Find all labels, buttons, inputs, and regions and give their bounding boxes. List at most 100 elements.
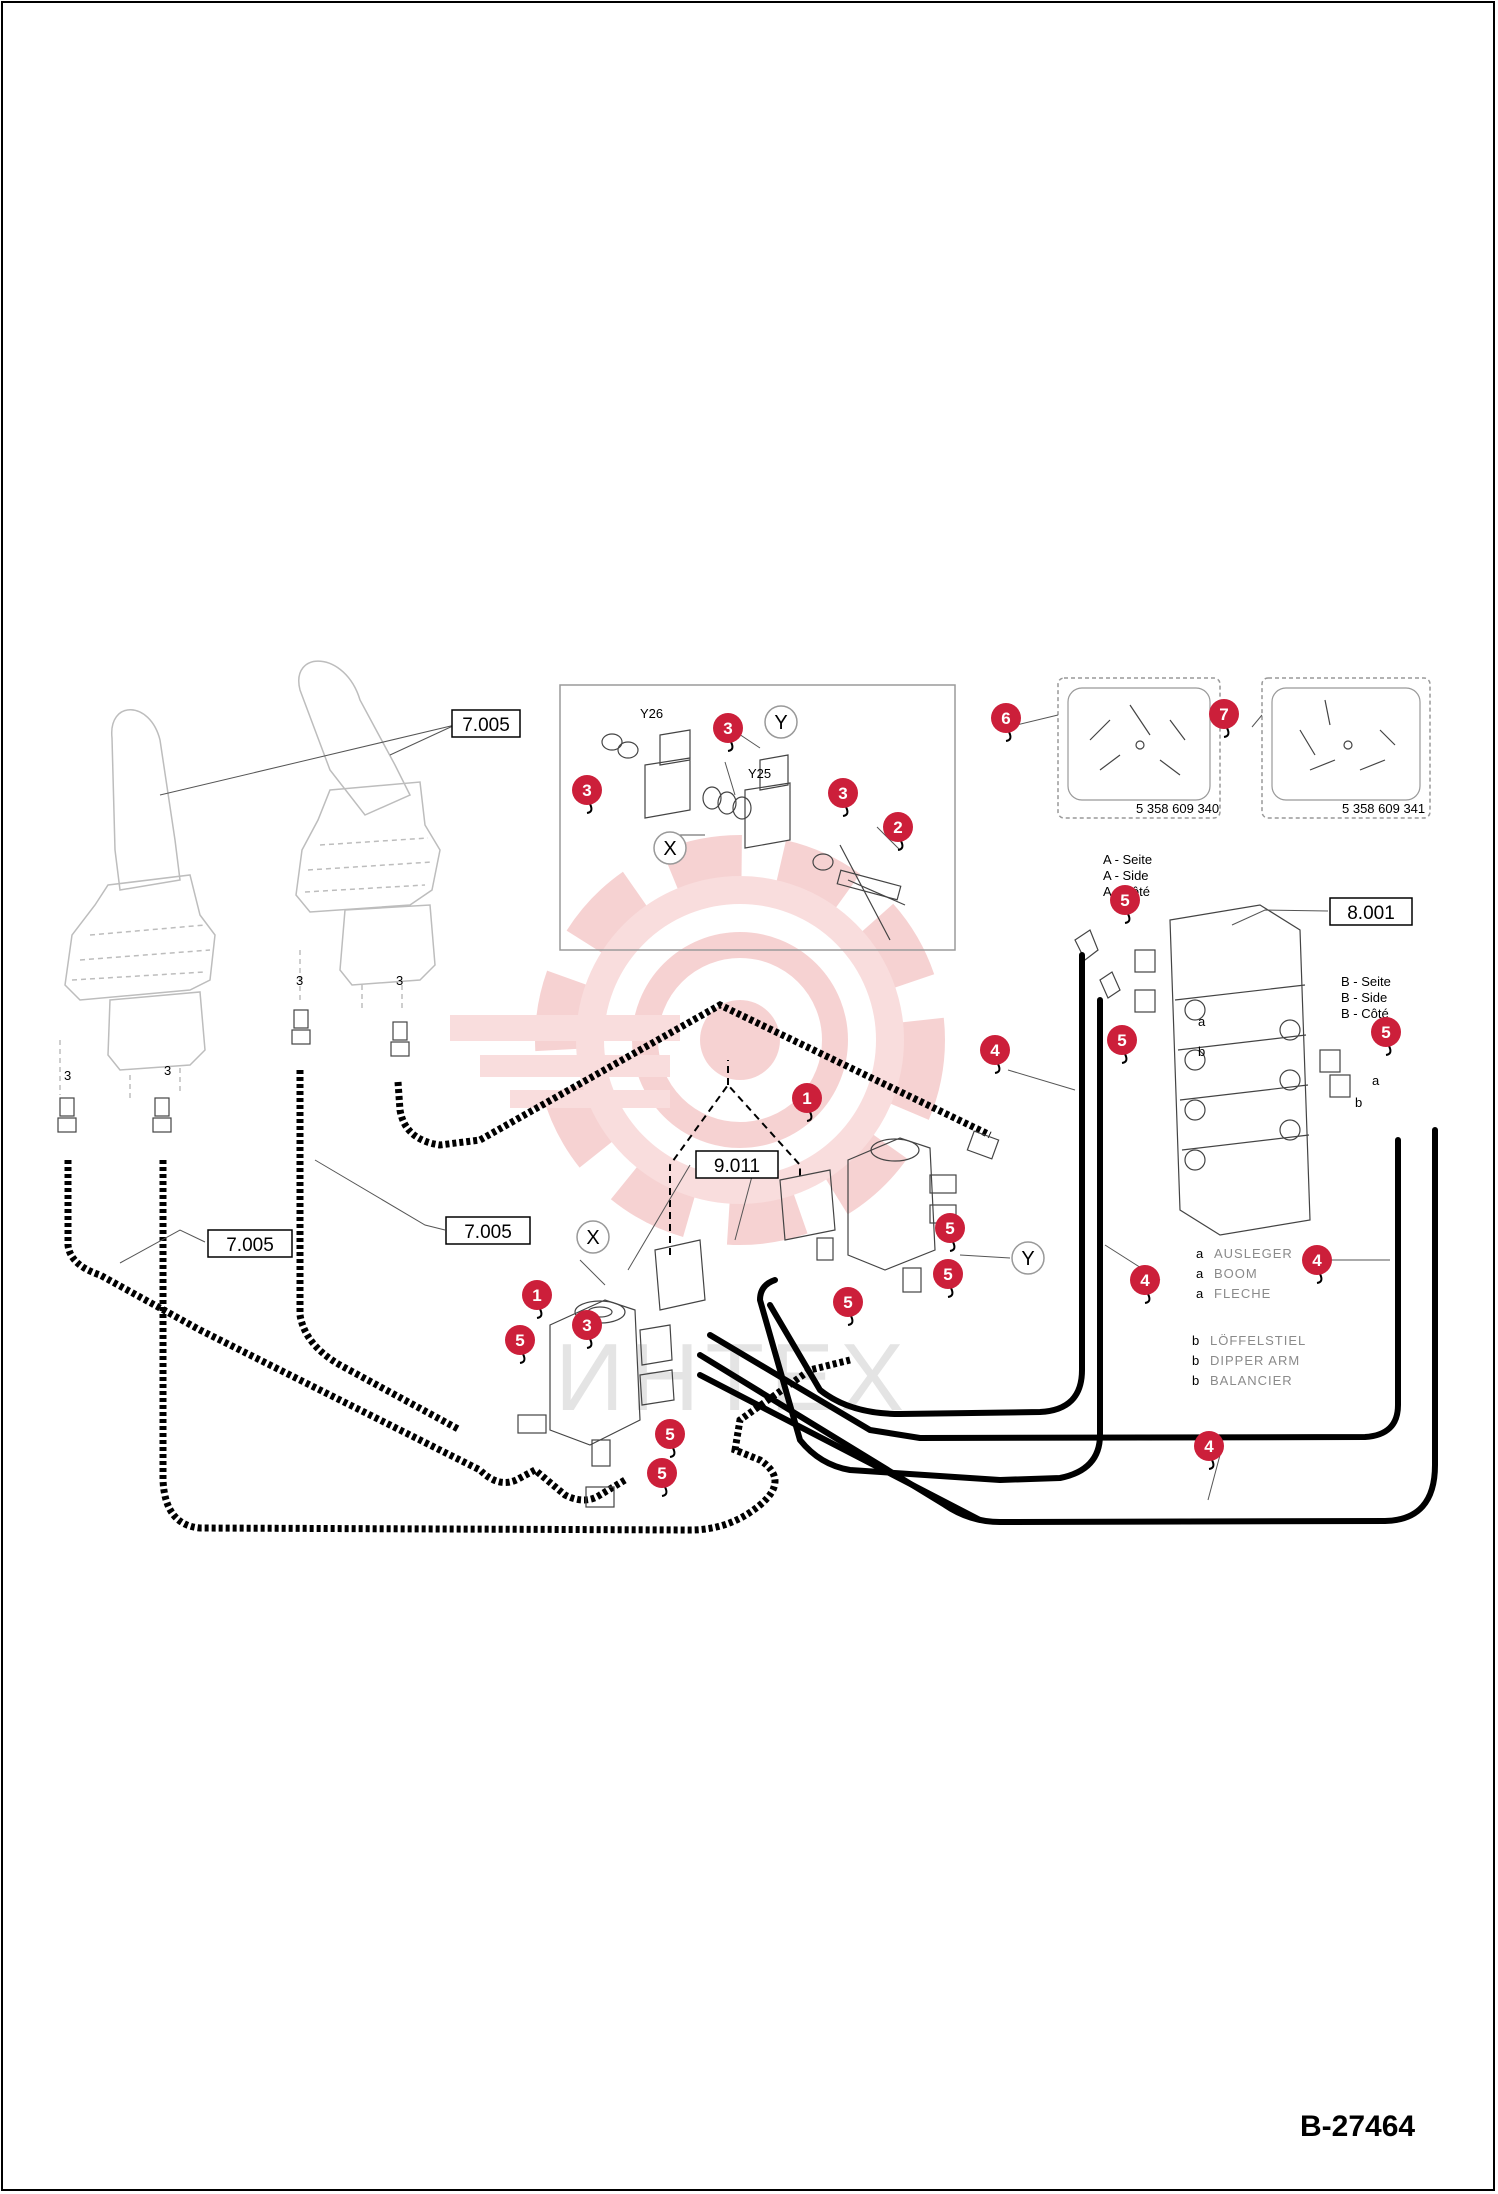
svg-text:3: 3 — [296, 973, 303, 988]
ref-box-7005-top: 7.005 — [451, 709, 521, 738]
svg-text:A - Side: A - Side — [1103, 868, 1149, 883]
callout-1: 1 — [792, 1083, 822, 1122]
callout-number: 5 — [1120, 891, 1129, 910]
svg-text:LÖFFELSTIEL: LÖFFELSTIEL — [1210, 1333, 1306, 1348]
svg-text:B - Side: B - Side — [1341, 990, 1387, 1005]
callout-number: 5 — [665, 1425, 674, 1444]
dashed-hoses — [64, 1001, 992, 1534]
control-valve-block: a b a b — [1074, 904, 1380, 1236]
callout-number: 5 — [657, 1464, 666, 1483]
joystick-fittings: 3 3 3 3 — [57, 973, 410, 1133]
svg-text:Y26: Y26 — [640, 706, 663, 721]
callout-5: 5 — [655, 1419, 685, 1458]
callout-2: 2 — [883, 812, 913, 851]
svg-text:3: 3 — [396, 973, 403, 988]
callout-3: 3 — [572, 1310, 602, 1349]
callout-number: 1 — [532, 1286, 541, 1305]
svg-text:5 358 609 340: 5 358 609 340 — [1136, 801, 1219, 816]
ref-box-7005-left: 7.005 — [207, 1229, 293, 1258]
svg-text:3: 3 — [64, 1068, 71, 1083]
callout-5: 5 — [1110, 885, 1140, 924]
svg-text:X: X — [663, 838, 676, 860]
callout-number: 3 — [582, 781, 591, 800]
left-joystick — [59, 709, 216, 1100]
svg-text:b: b — [1355, 1095, 1362, 1110]
callout-6: 6 — [991, 703, 1021, 742]
callout-number: 5 — [945, 1219, 954, 1238]
svg-text:b: b — [1192, 1353, 1199, 1368]
port-x-main: X — [576, 1220, 610, 1254]
callout-number: 4 — [1140, 1271, 1150, 1290]
callout-number: 4 — [1204, 1437, 1214, 1456]
svg-text:BOOM: BOOM — [1214, 1266, 1258, 1281]
right-joystick — [295, 660, 441, 1010]
svg-text:DIPPER ARM: DIPPER ARM — [1210, 1353, 1300, 1368]
callout-4: 4 — [980, 1035, 1010, 1074]
callout-number: 3 — [723, 719, 732, 738]
document-id: B-27464 — [1300, 2110, 1416, 2143]
port-x-inset: X — [653, 831, 687, 865]
callout-number: 1 — [802, 1089, 811, 1108]
side-b-labels: B - Seite B - Side B - Côté — [1341, 974, 1391, 1021]
callout-number: 7 — [1219, 705, 1228, 724]
svg-text:a: a — [1196, 1286, 1204, 1301]
svg-text:9.011: 9.011 — [714, 1156, 760, 1177]
callout-5: 5 — [1371, 1017, 1401, 1056]
svg-text:b: b — [1198, 1044, 1205, 1059]
svg-text:b: b — [1192, 1373, 1199, 1388]
port-y-main: Y — [1011, 1241, 1045, 1275]
callout-number: 4 — [1312, 1251, 1322, 1270]
port-y-inset: Y — [764, 705, 798, 739]
svg-text:BALANCIER: BALANCIER — [1210, 1373, 1293, 1388]
svg-text:b: b — [1192, 1333, 1199, 1348]
ref-box-9011: 9.011 — [695, 1150, 779, 1179]
svg-text:Y: Y — [774, 712, 787, 734]
callout-5: 5 — [833, 1287, 863, 1326]
svg-text:FLECHE: FLECHE — [1214, 1286, 1271, 1301]
svg-text:X: X — [586, 1227, 599, 1249]
callout-7: 7 — [1209, 699, 1239, 738]
watermark-logo — [450, 835, 945, 1245]
svg-text:Y: Y — [1021, 1248, 1034, 1270]
ref-box-8001: 8.001 — [1329, 897, 1413, 926]
callout-number: 5 — [1381, 1023, 1390, 1042]
callout-number: 3 — [582, 1316, 591, 1335]
svg-text:a: a — [1198, 1014, 1206, 1029]
decal-7: 5 358 609 341 — [1261, 677, 1431, 819]
svg-text:AUSLEGER: AUSLEGER — [1214, 1246, 1293, 1261]
svg-text:a: a — [1196, 1266, 1204, 1281]
svg-text:a: a — [1372, 1073, 1380, 1088]
callout-5: 5 — [935, 1213, 965, 1252]
callout-3: 3 — [828, 778, 858, 817]
svg-text:B - Seite: B - Seite — [1341, 974, 1391, 989]
solid-hoses — [697, 952, 1438, 1525]
callout-number: 5 — [943, 1265, 952, 1284]
callout-3: 3 — [713, 713, 743, 752]
svg-text:8.001: 8.001 — [1347, 903, 1395, 924]
callout-5: 5 — [1107, 1025, 1137, 1064]
svg-text:7.005: 7.005 — [226, 1235, 274, 1256]
solenoid-valve-lower — [517, 1299, 675, 1508]
legend-b: b LÖFFELSTIEL b DIPPER ARM b BALANCIER — [1192, 1333, 1306, 1388]
svg-text:3: 3 — [164, 1063, 171, 1078]
solenoid-valve-upper — [654, 1130, 1000, 1311]
callout-number: 5 — [515, 1331, 524, 1350]
svg-text:Y25: Y25 — [748, 766, 771, 781]
callout-4: 4 — [1194, 1431, 1224, 1470]
svg-text:7.005: 7.005 — [462, 715, 510, 736]
ref-box-7005-mid: 7.005 — [445, 1216, 531, 1245]
callout-1: 1 — [522, 1280, 552, 1319]
svg-text:5 358 609 341: 5 358 609 341 — [1342, 801, 1425, 816]
callout-5: 5 — [647, 1458, 677, 1497]
callout-number: 5 — [1117, 1031, 1126, 1050]
callout-number: 5 — [843, 1293, 852, 1312]
callout-5: 5 — [933, 1259, 963, 1298]
callout-4: 4 — [1302, 1245, 1332, 1284]
svg-text:B - Côté: B - Côté — [1341, 1006, 1389, 1021]
callout-3: 3 — [572, 775, 602, 814]
svg-text:7.005: 7.005 — [464, 1222, 512, 1243]
